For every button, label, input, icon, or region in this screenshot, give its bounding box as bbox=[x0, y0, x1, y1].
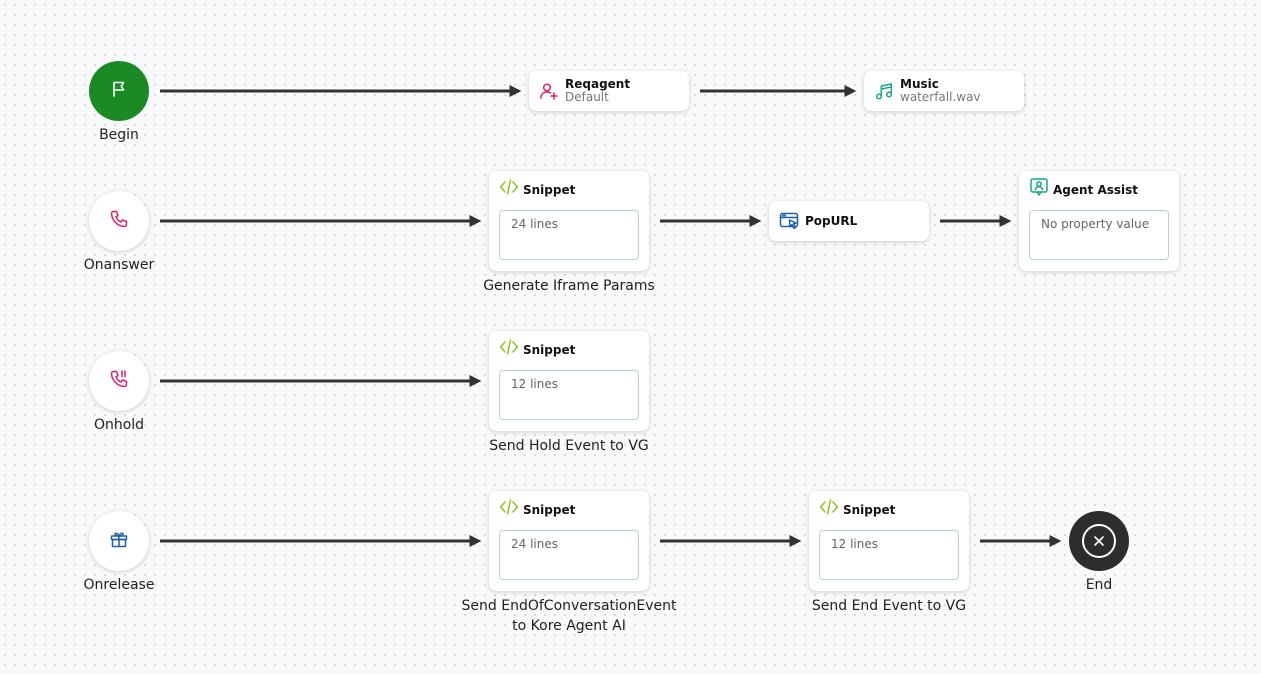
reqagent-subtitle: Default bbox=[565, 90, 609, 104]
snippet-caption: Send Hold Event to VG bbox=[489, 438, 649, 454]
music-subtitle: waterfall.wav bbox=[900, 90, 981, 104]
phone-icon bbox=[109, 209, 129, 233]
gift-icon bbox=[109, 529, 129, 553]
snippet-caption: Send EndOfConversationEvent to Kore Agen… bbox=[449, 596, 689, 636]
music-note-icon bbox=[874, 81, 894, 101]
flag-icon bbox=[109, 79, 129, 103]
onrelease-node[interactable] bbox=[89, 511, 149, 571]
user-plus-icon bbox=[539, 81, 559, 101]
onanswer-label: Onanswer bbox=[83, 257, 155, 273]
popurl-node[interactable]: PopURL bbox=[769, 201, 929, 241]
popurl-title: PopURL bbox=[805, 213, 858, 228]
snippet-content-box: 12 lines bbox=[819, 530, 959, 580]
snippet-content-box: 12 lines bbox=[499, 370, 639, 420]
onanswer-node[interactable] bbox=[89, 191, 149, 251]
snippet-title: Snippet bbox=[523, 343, 576, 357]
onhold-label: Onhold bbox=[93, 417, 145, 433]
code-icon bbox=[819, 497, 839, 517]
begin-label: Begin bbox=[99, 127, 139, 143]
agent-assist-icon bbox=[1029, 177, 1049, 197]
snippet-title: Snippet bbox=[843, 503, 896, 517]
snippet-node-send-end-event[interactable]: Snippet 12 lines bbox=[809, 491, 969, 591]
snippet-caption-line-2: to Kore Agent AI bbox=[512, 618, 626, 634]
agent-assist-node[interactable]: Agent Assist No property value bbox=[1019, 171, 1179, 271]
code-icon bbox=[499, 177, 519, 197]
code-icon bbox=[499, 337, 519, 357]
music-node[interactable]: Music waterfall.wav bbox=[864, 71, 1024, 111]
phone-hold-icon bbox=[109, 369, 129, 393]
onrelease-label: Onrelease bbox=[83, 577, 155, 593]
agent-assist-content-box: No property value bbox=[1029, 210, 1169, 260]
snippet-content-box: 24 lines bbox=[499, 530, 639, 580]
snippet-title: Snippet bbox=[523, 503, 576, 517]
snippet-caption: Generate Iframe Params bbox=[483, 278, 655, 294]
snippet-caption-line-1: Send EndOfConversationEvent bbox=[461, 598, 677, 614]
snippet-content-box: 24 lines bbox=[499, 210, 639, 260]
reqagent-title: Reqagent bbox=[565, 77, 631, 91]
snippet-title: Snippet bbox=[523, 183, 576, 197]
music-title: Music bbox=[900, 77, 939, 91]
begin-node[interactable] bbox=[89, 61, 149, 121]
snippet-caption: Send End Event to VG bbox=[811, 598, 967, 614]
onhold-node[interactable] bbox=[89, 351, 149, 411]
agent-assist-title: Agent Assist bbox=[1053, 183, 1139, 197]
code-icon bbox=[499, 497, 519, 517]
snippet-node-generate-iframe[interactable]: Snippet 24 lines bbox=[489, 171, 649, 271]
browser-window-icon bbox=[779, 211, 799, 231]
close-icon bbox=[1082, 524, 1116, 558]
snippet-node-send-end-of-conversation[interactable]: Snippet 24 lines bbox=[489, 491, 649, 591]
end-label: End bbox=[1085, 577, 1113, 593]
reqagent-node[interactable]: Reqagent Default bbox=[529, 71, 689, 111]
end-node[interactable] bbox=[1069, 511, 1129, 571]
snippet-node-send-hold[interactable]: Snippet 12 lines bbox=[489, 331, 649, 431]
